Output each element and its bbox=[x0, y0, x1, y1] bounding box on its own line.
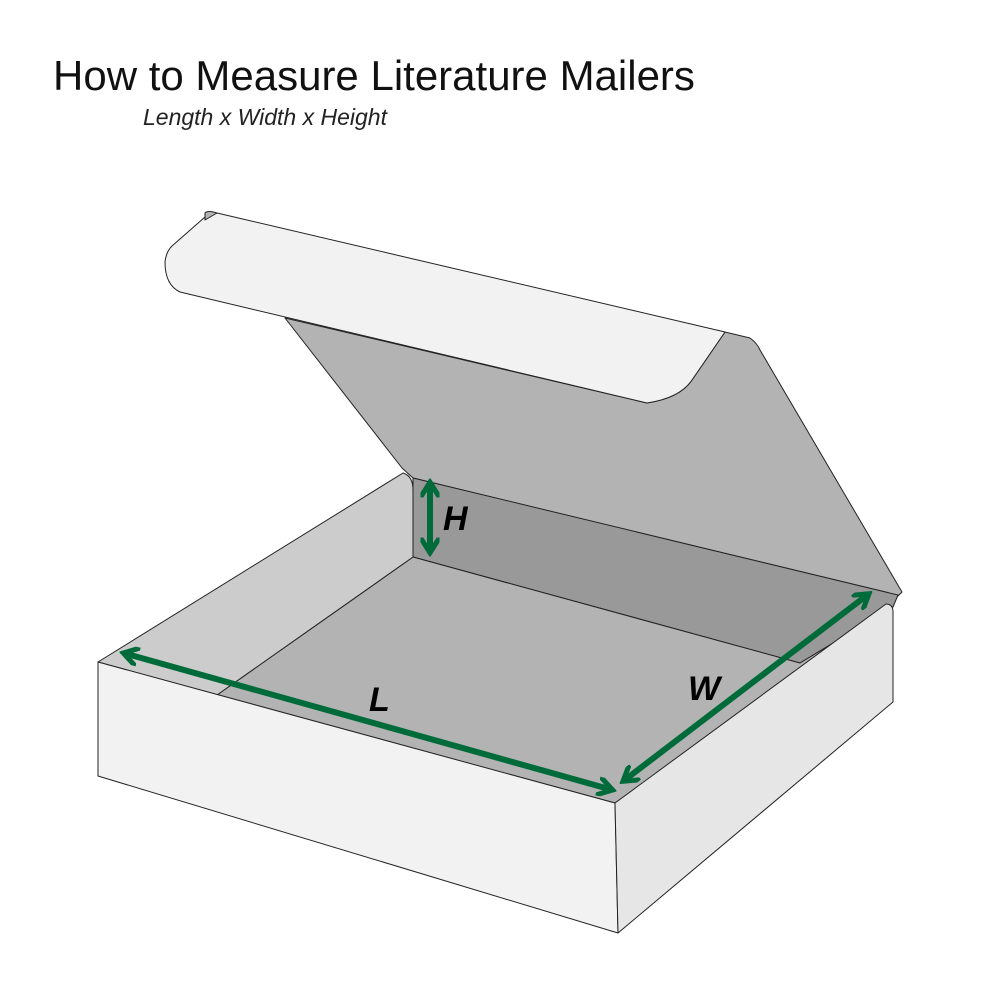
page-subtitle: Length x Width x Height bbox=[143, 104, 387, 130]
lid-flap bbox=[164, 212, 726, 404]
height-label: H bbox=[443, 500, 469, 538]
width-arrow bbox=[626, 596, 866, 779]
page-title: How to Measure Literature Mailers bbox=[53, 52, 695, 99]
left-wall bbox=[97, 472, 414, 696]
length-label: L bbox=[369, 681, 390, 719]
width-label: W bbox=[688, 670, 723, 708]
length-arrow bbox=[127, 654, 609, 789]
lid-tab bbox=[204, 211, 218, 221]
